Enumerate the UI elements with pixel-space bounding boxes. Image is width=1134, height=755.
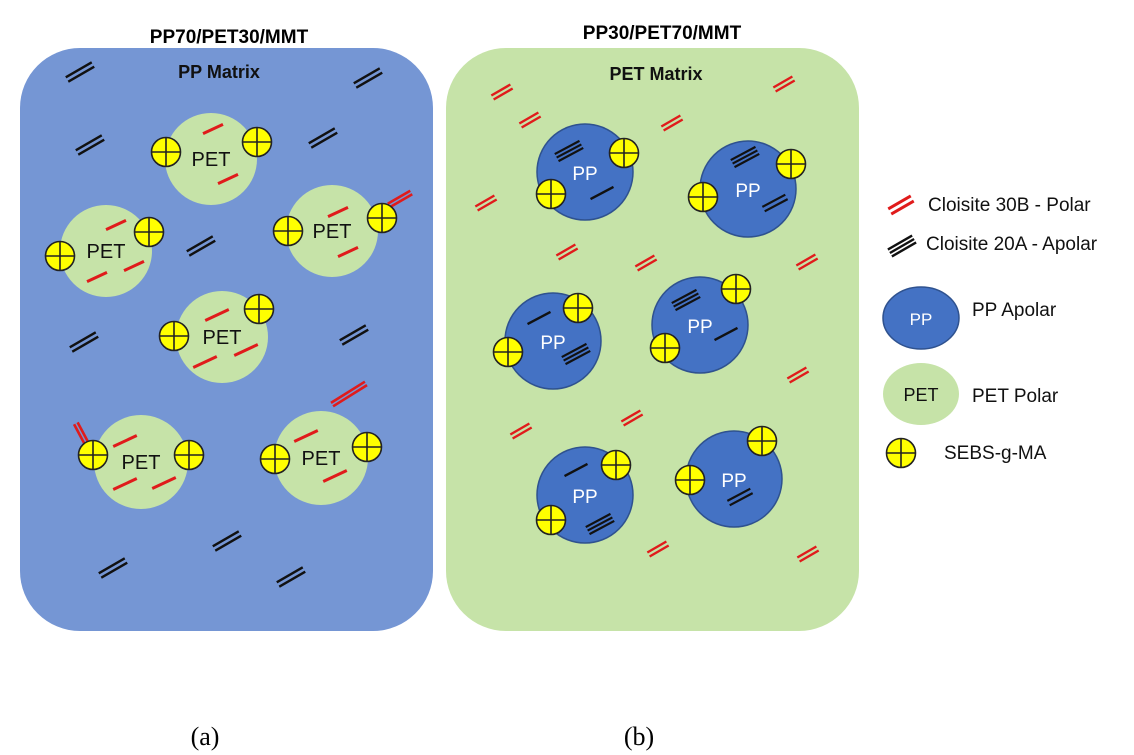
compatibilizer-icon (492, 336, 524, 368)
pp-matrix-label: PP Matrix (178, 62, 260, 82)
apolar-platelet (186, 235, 216, 257)
pet-droplet: PET (286, 185, 378, 277)
compatibilizer-icon (720, 273, 752, 305)
compatibilizer-icon (259, 443, 291, 475)
pet-droplet-label: PET (313, 221, 352, 243)
pet-droplet-label: PET (203, 327, 242, 349)
legend-item-compatibilizer: SEBS-g-MA (885, 437, 1047, 469)
compatibilizer-icon (600, 449, 632, 481)
pet-droplet-label: PET (302, 448, 341, 470)
pet-droplet-icon (883, 363, 959, 425)
polar-platelet (796, 545, 820, 563)
red-platelet-icon (887, 194, 915, 216)
pet-droplet: PET (60, 205, 152, 297)
black-platelet-icon (887, 234, 917, 258)
apolar-platelet (276, 566, 306, 588)
apolar-platelet (98, 557, 128, 579)
compatibilizer-icon (608, 137, 640, 169)
compatibilizer-icon (44, 240, 76, 272)
pet-droplet: PET (274, 411, 368, 505)
compatibilizer-icon (133, 216, 165, 248)
apolar-platelet (308, 127, 338, 149)
legend-item-pp: PP PP Apolar (882, 286, 1057, 350)
compatibilizer-icon (775, 148, 807, 180)
apolar-platelet (75, 134, 105, 156)
compatibilizer-icon (674, 464, 706, 496)
polar-platelet (772, 75, 796, 93)
legend-label: PET Polar (972, 386, 1059, 407)
compatibilizer-icon (649, 332, 681, 364)
interfacial-polar-platelet (72, 421, 90, 445)
polar-platelet (634, 254, 658, 272)
apolar-platelet (339, 324, 369, 346)
polar-platelet (518, 111, 542, 129)
compatibilizer-icon (535, 504, 567, 536)
polar-platelet (555, 243, 579, 261)
legend-label: SEBS-g-MA (944, 443, 1047, 464)
polar-platelet (509, 422, 533, 440)
pp-droplet-icon (882, 286, 960, 350)
pet-droplet: PET (94, 415, 188, 509)
pp-droplet-label: PP (572, 164, 597, 185)
compatibilizer-icon (241, 126, 273, 158)
panel-b-free-polar-platelets (474, 75, 820, 563)
compatibilizer-icon (687, 181, 719, 213)
apolar-platelet (212, 530, 242, 552)
apolar-platelet (69, 331, 99, 353)
panel-a-compatibilizers (44, 126, 398, 475)
compatibilizer-icon (272, 215, 304, 247)
polar-platelet (474, 194, 498, 212)
pet-droplet-label: PET (122, 452, 161, 474)
pet-droplet: PET (165, 113, 257, 205)
compatibilizer-icon (885, 437, 917, 469)
polar-platelet (795, 253, 819, 271)
polar-platelet (660, 114, 684, 132)
legend-icon-text: PP (910, 310, 933, 329)
panel-a-free-apolar-platelets (65, 61, 383, 588)
panel-b-compatibilizers (492, 137, 807, 536)
interfacial-polar-platelet (330, 380, 368, 408)
compatibilizer-icon (535, 178, 567, 210)
compatibilizer-icon (173, 439, 205, 471)
compatibilizer-icon (746, 425, 778, 457)
polar-platelet (620, 409, 644, 427)
compatibilizer-icon (243, 293, 275, 325)
interfacial-polar-platelet (387, 189, 413, 209)
legend-item-apolar-clay: Cloisite 20A - Apolar (887, 234, 1098, 258)
pet-droplet-label: PET (192, 149, 231, 171)
legend-label: PP Apolar (972, 300, 1057, 321)
pp-droplet-label: PP (572, 487, 597, 508)
panel-a-title: PP70/PET30/MMT (150, 27, 309, 48)
pp-droplet-label: PP (687, 317, 712, 338)
legend-label: Cloisite 20A - Apolar (926, 234, 1098, 255)
legend: Cloisite 30B - Polar Cloisite 20A - Apol… (882, 194, 1098, 469)
pp-droplet: PP (699, 140, 797, 238)
polar-platelet (786, 366, 810, 384)
pp-droplet-label: PP (721, 471, 746, 492)
panel-b-caption: (b) (624, 722, 654, 751)
pet-matrix-label: PET Matrix (609, 64, 702, 84)
legend-label: Cloisite 30B - Polar (928, 195, 1091, 216)
apolar-platelet (65, 61, 95, 83)
panel-a-caption: (a) (191, 722, 220, 751)
legend-item-pet: PET PET Polar (883, 363, 1059, 425)
legend-icon-text: PET (903, 385, 938, 405)
compatibilizer-icon (77, 439, 109, 471)
compatibilizer-icon (150, 136, 182, 168)
compatibilizer-icon (158, 320, 190, 352)
panel-b-title: PP30/PET70/MMT (583, 23, 742, 44)
pp-droplet-label: PP (735, 181, 760, 202)
legend-item-polar-clay: Cloisite 30B - Polar (887, 194, 1091, 216)
apolar-platelet (353, 67, 383, 89)
pet-droplet-label: PET (87, 241, 126, 263)
compatibilizer-icon (562, 292, 594, 324)
compatibilizer-icon (366, 202, 398, 234)
compatibilizer-icon (351, 431, 383, 463)
polar-platelet (490, 83, 514, 101)
pp-droplet-label: PP (540, 333, 565, 354)
polar-platelet (646, 540, 670, 558)
